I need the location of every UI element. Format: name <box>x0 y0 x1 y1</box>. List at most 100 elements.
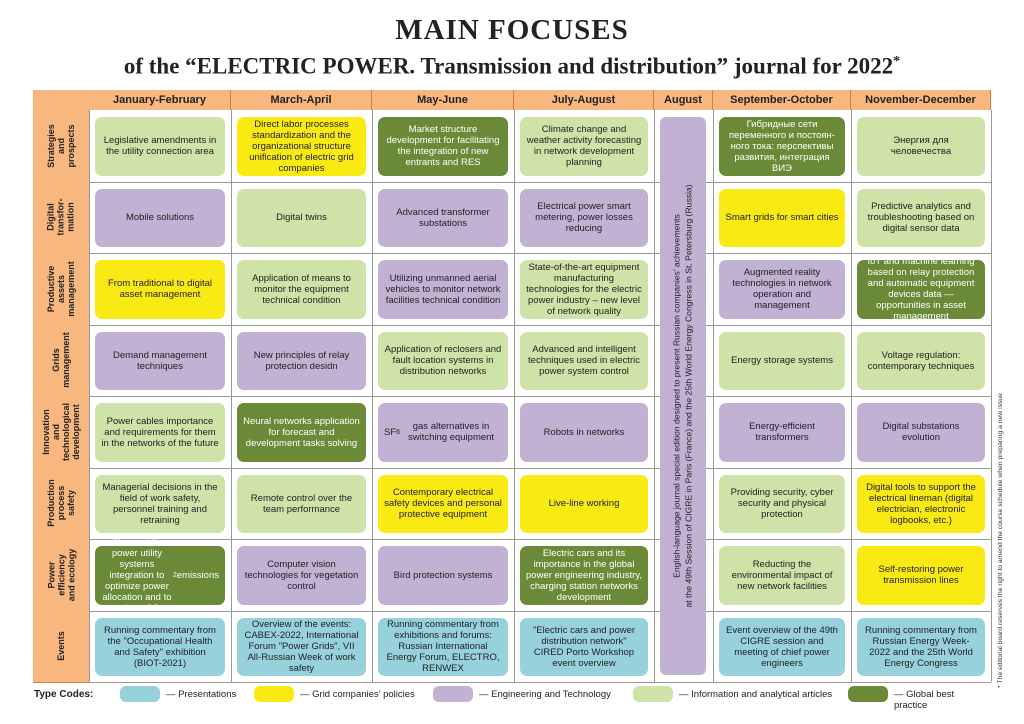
legend-swatch <box>120 686 160 702</box>
topic-card: Advanced transformer substations <box>378 188 508 247</box>
topic-card: Reducting the environmental impact of ne… <box>719 546 845 605</box>
topic-card: Энергия для человечества <box>857 117 985 176</box>
grid-hline <box>89 396 991 397</box>
legend: Type Codes: — Presentations — Grid compan… <box>28 683 988 711</box>
topic-card: New principles of relay protection desid… <box>237 331 366 390</box>
legend-swatch <box>848 686 888 702</box>
row-label-8: Events <box>33 610 89 683</box>
column-header-7: November-December <box>851 90 991 110</box>
topic-card: Digital twins <box>237 188 366 247</box>
topic-card: Running commentary from Russian Energy W… <box>857 617 985 676</box>
grid-hline <box>89 181 991 183</box>
topic-card: Live-line working <box>520 474 648 533</box>
legend-title: Type Codes: <box>34 689 94 700</box>
subtitle-text: of the “ELECTRIC POWER. Transmission and… <box>123 53 894 79</box>
topic-card: Predictive analytics and troubleshooting… <box>857 188 985 247</box>
topic-card: Energy storage systems <box>719 331 845 390</box>
topic-card: Гибридные сети переменного и постоян-ног… <box>719 117 845 176</box>
grid-hline <box>89 539 991 540</box>
topic-card: Digital substations evolution <box>857 403 985 462</box>
page-subtitle: of the “ELECTRIC POWER. Transmission and… <box>0 48 1024 81</box>
grid-hline <box>89 682 991 683</box>
topic-card: The world’s power utility systems integr… <box>95 537 225 614</box>
column-header-6: September-October <box>713 90 851 110</box>
legend-swatch <box>433 686 473 702</box>
row-label-text: Events <box>55 631 66 662</box>
legend-swatch <box>633 686 673 702</box>
topic-card: Power cables importance and requirements… <box>95 403 225 462</box>
grid-hline <box>89 253 991 254</box>
topic-card: Overview of the events: CABEX-2022, Inte… <box>237 617 366 676</box>
topic-card: Utilizing unmanned aerial vehicles to mo… <box>378 260 508 319</box>
page-title: MAIN FOCUSES <box>395 14 629 46</box>
topic-card: Advanced and intelligent techniques used… <box>520 331 648 390</box>
topic-card: Running commentary from exhibitions and … <box>378 617 508 676</box>
august-special-card: English-language journal special edition… <box>660 117 706 675</box>
topic-card: From traditional to digital asset manage… <box>95 260 225 319</box>
topic-card: Demand management techniques <box>95 331 225 390</box>
topic-card: Electric cars and its importance in the … <box>520 546 648 605</box>
topic-card: Event overview of the 49th CIGRE session… <box>719 617 845 676</box>
editorial-note: * The editorial board reserves the right… <box>997 393 1004 688</box>
topic-card: State-of-the-art equipment manufacturing… <box>520 260 648 319</box>
legend-label: — Engineering and Technology <box>479 689 611 700</box>
topic-card: Managerial decisions in the field of wor… <box>95 474 225 533</box>
column-header-2: March-April <box>231 90 372 110</box>
grid-hline <box>89 324 991 326</box>
topic-card: Running commentary from the "Occupationa… <box>95 617 225 676</box>
footnote-mark: * <box>893 54 901 69</box>
topic-card: Providing security, cyber security and p… <box>719 474 845 533</box>
legend-label: — Information and analytical articles <box>679 689 833 700</box>
column-header-3: May-June <box>372 90 514 110</box>
august-special-text: English-language journal special edition… <box>672 184 695 608</box>
column-header-1: January-February <box>89 90 231 110</box>
legend-label: — Presentations <box>166 689 237 700</box>
topic-card: Application of reclosers and fault locat… <box>378 331 508 390</box>
topic-card: Remote control over the team performance <box>237 474 366 533</box>
topic-card: Mobile solutions <box>95 188 225 247</box>
grid-vline <box>991 110 992 682</box>
topic-card: Bird protection systems <box>378 546 508 605</box>
legend-label: — Global best practice <box>894 689 955 711</box>
topic-card: Neural networks application for forecast… <box>237 403 366 462</box>
topic-card: Contemporary electrical safety devices a… <box>378 474 508 533</box>
column-header-5: August <box>654 90 713 110</box>
topic-card: Robots in networks <box>520 403 648 462</box>
topic-card: Computer vision technologies for vegetat… <box>237 546 366 605</box>
column-header-4: July-August <box>514 90 654 110</box>
legend-label: — Grid companies’ policies <box>300 689 415 700</box>
topic-card: Voltage regulation: contemporary techniq… <box>857 331 985 390</box>
legend-swatch <box>254 686 294 702</box>
topic-card: Self-restoring power transmission lines <box>857 546 985 605</box>
header-corner <box>33 90 90 110</box>
topic-card: Application of means to monitor the equi… <box>237 260 366 319</box>
topic-card: Digital tools to support the electrical … <box>857 474 985 533</box>
topic-card: "Electric cars and power distribution ne… <box>520 617 648 676</box>
topic-card: Energy-efficient transformers <box>719 403 845 462</box>
topic-card: Smart grids for smart cities <box>719 188 845 247</box>
topic-card: Market structure development for facilit… <box>378 117 508 176</box>
grid-hline <box>89 467 991 469</box>
topic-card: Electrical power smart metering, power l… <box>520 188 648 247</box>
topic-card: IoT and machine learning based on relay … <box>857 256 985 322</box>
topic-card: Augmented reality technologies in networ… <box>719 260 845 319</box>
topic-card: Direct labor processes standardization a… <box>237 117 366 176</box>
topic-card: Legislative amendments in the utility co… <box>95 117 225 176</box>
grid-hline <box>89 610 991 612</box>
